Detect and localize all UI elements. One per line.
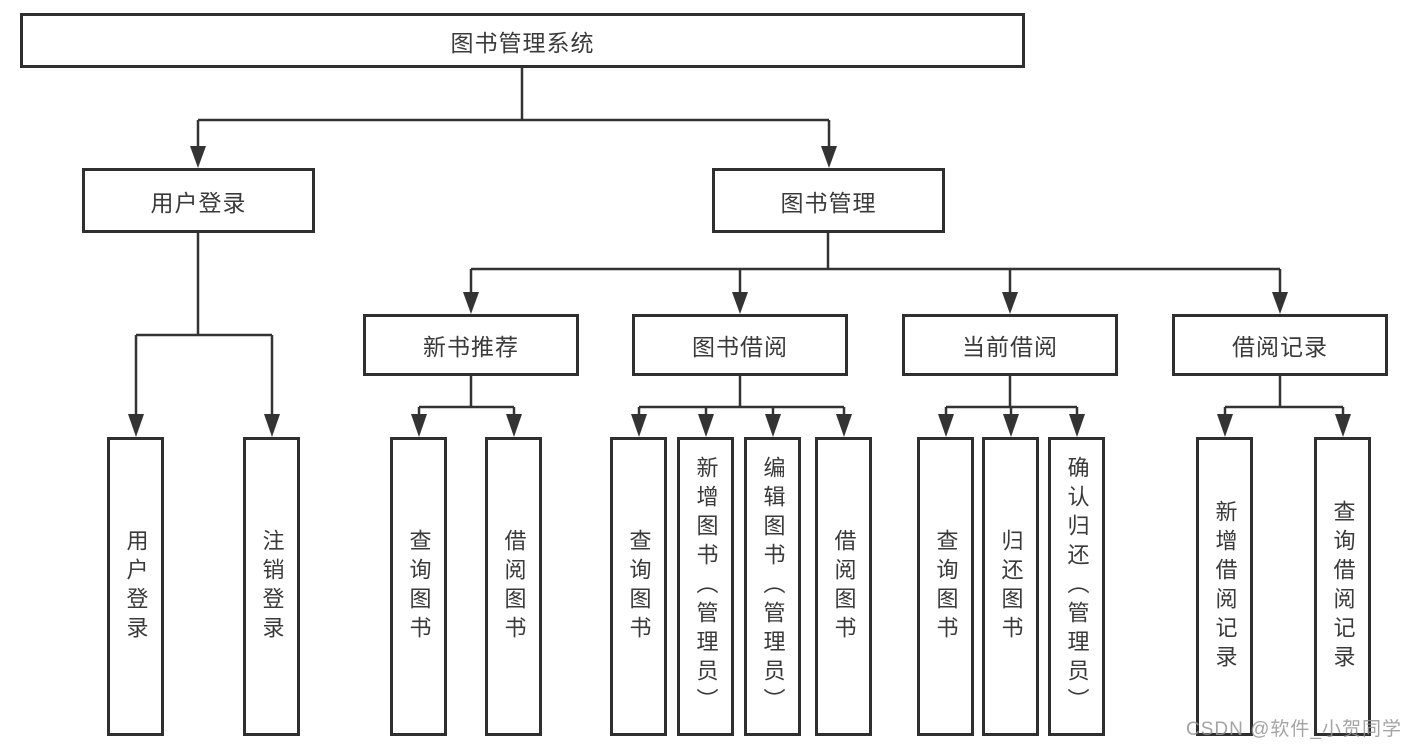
node-new-book-recommend: 新书推荐 <box>363 314 579 376</box>
leaf-return-book: 归还图书 <box>982 437 1039 736</box>
csdn-watermark: CSDN @软件_小贺同学 <box>1186 719 1402 740</box>
leaf-borrow-book: 借阅图书 <box>815 437 872 736</box>
node-root-system: 图书管理系统 <box>20 13 1025 68</box>
leaf-recommend-query-book: 查询图书 <box>390 437 447 736</box>
node-current-borrow: 当前借阅 <box>902 314 1118 376</box>
leaf-query-borrow-record: 查询借阅记录 <box>1314 437 1371 736</box>
node-user-login-module: 用户登录 <box>82 168 315 233</box>
leaf-logout: 注销登录 <box>243 437 300 736</box>
leaf-borrow-query-book: 查询图书 <box>610 437 667 736</box>
node-book-management-module: 图书管理 <box>712 168 945 233</box>
leaf-add-borrow-record: 新增借阅记录 <box>1196 437 1253 736</box>
node-book-borrow: 图书借阅 <box>632 314 848 376</box>
node-borrow-record: 借阅记录 <box>1172 314 1388 376</box>
leaf-edit-book-admin: 编辑图书（管理员） <box>744 437 801 736</box>
leaf-recommend-borrow-book: 借阅图书 <box>485 437 542 736</box>
leaf-current-query-book: 查询图书 <box>917 437 974 736</box>
leaf-confirm-return-admin: 确认归还（管理员） <box>1048 437 1105 736</box>
leaf-user-login: 用户登录 <box>107 437 164 736</box>
leaf-add-book-admin: 新增图书（管理员） <box>677 437 734 736</box>
